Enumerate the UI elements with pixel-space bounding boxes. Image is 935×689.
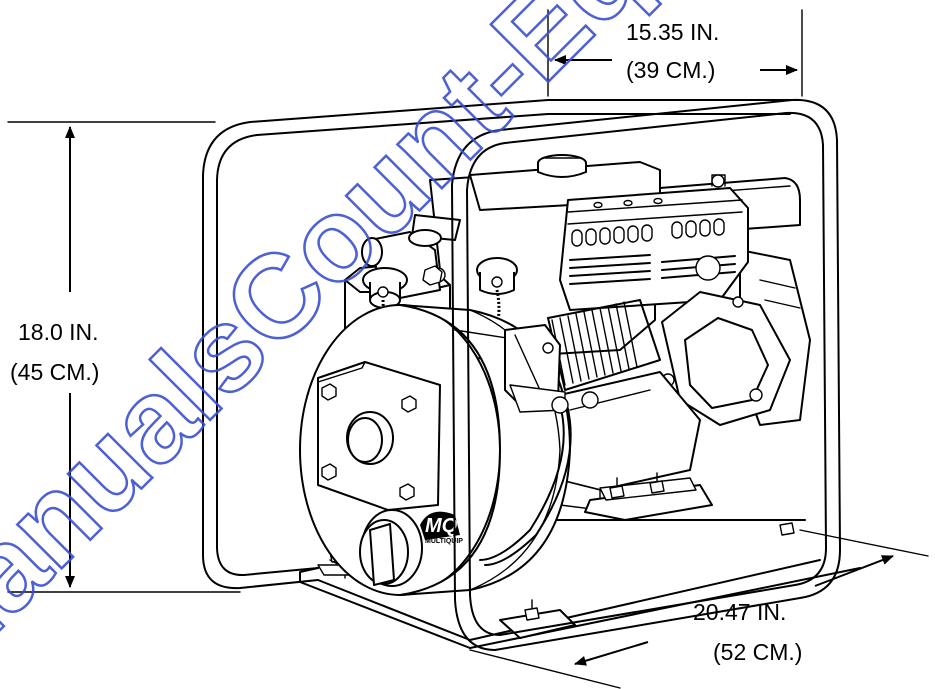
- length-label-cm: (52 CM.): [713, 639, 802, 665]
- nut: [779, 522, 795, 536]
- length-arrow-up: [814, 555, 894, 587]
- intake-plate: [317, 361, 441, 511]
- length-label-inches: 20.47 IN.: [693, 599, 786, 625]
- rear-frame: [202, 99, 801, 590]
- nut: [649, 472, 665, 494]
- nut: [609, 477, 625, 499]
- brand-name-text: MULTIQUIP: [425, 538, 463, 545]
- depth-label-cm: (39 CM.): [626, 57, 715, 83]
- height-label-cm: (45 CM.): [10, 359, 99, 385]
- cylinder-head: [547, 187, 749, 391]
- brand-plate: MQ MULTIQUIP: [420, 511, 463, 545]
- brand-logo-text: MQ: [425, 515, 458, 537]
- dimension-length: 20.47 IN. (52 CM.): [469, 529, 929, 689]
- muffler-guard: [661, 291, 791, 426]
- depth-label-inches: 15.35 IN.: [626, 19, 719, 45]
- height-label-inches: 18.0 IN.: [18, 319, 99, 345]
- length-arrow-down: [574, 641, 649, 666]
- vent-row: [571, 218, 725, 247]
- dimension-depth: 15.35 IN. (39 CM.): [547, 9, 803, 97]
- drain-plug: [359, 509, 423, 587]
- dimension-height: 18.0 IN. (45 CM.): [7, 121, 241, 593]
- front-frame: [451, 98, 841, 651]
- pump-illustration: MQ MULTIQUIP: [202, 98, 861, 651]
